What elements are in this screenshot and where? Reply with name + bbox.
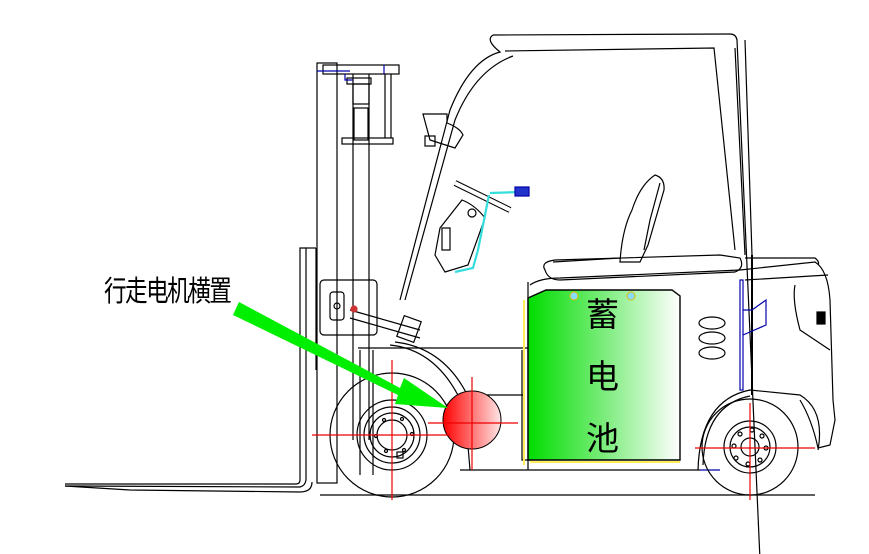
mast <box>316 62 422 484</box>
tail-light <box>816 311 826 325</box>
battery-label-char-1: 蓄 <box>586 295 619 334</box>
battery-pack <box>527 289 681 461</box>
overhead-guard <box>399 33 761 554</box>
hydraulic-hose <box>454 190 521 274</box>
steering-column <box>434 180 512 273</box>
control-lever <box>514 186 530 197</box>
mast-blue-details <box>317 65 385 81</box>
battery-bolts <box>569 291 636 301</box>
lamp-bracket <box>422 113 464 149</box>
centerlines <box>312 360 815 500</box>
battery-label-char-3: 池 <box>586 419 619 458</box>
operator-seat <box>543 174 743 281</box>
drive-motor-label: 行走电机横置 <box>104 274 232 308</box>
body-blue-details <box>700 279 767 471</box>
callout-arrow <box>233 302 448 408</box>
battery-trim <box>523 300 680 465</box>
battery-label-char-2: 电 <box>586 357 619 396</box>
